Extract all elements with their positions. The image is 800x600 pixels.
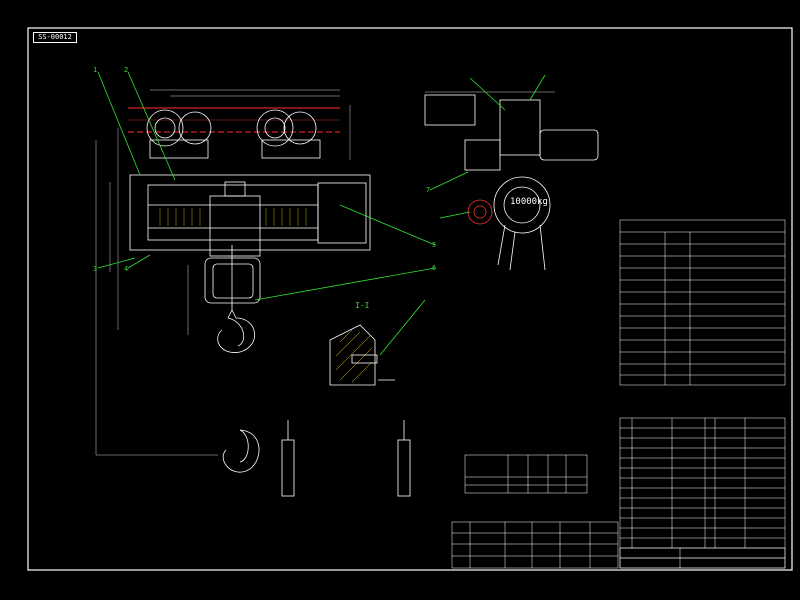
- balloon-5: 5: [432, 241, 437, 249]
- dimension-lines: [95, 105, 351, 456]
- rope-drum-hatch: [159, 208, 307, 226]
- balloon-1: 1: [93, 66, 98, 74]
- leader-lines: [97, 71, 546, 356]
- balloon-2: 2: [124, 66, 129, 74]
- balloon-6: 6: [432, 264, 437, 272]
- trolley-right: [256, 109, 321, 159]
- balloon-3: 3: [93, 265, 98, 273]
- hoist-body: [129, 174, 371, 257]
- section-view: [329, 324, 395, 386]
- rail-beam: [128, 107, 340, 133]
- side-view: [424, 91, 599, 271]
- parts-list: [619, 417, 786, 569]
- trolley-left: [146, 109, 212, 159]
- section-label: I-I: [355, 301, 370, 310]
- hook-block: [204, 245, 261, 353]
- balloon-4: 4: [124, 265, 129, 273]
- load-label: 10000kg: [510, 197, 548, 207]
- parameter-table: [619, 219, 786, 386]
- sheet-tag: SS-00012: [33, 32, 77, 43]
- front-view: [95, 89, 371, 456]
- rail-table: [464, 454, 588, 494]
- model-table: [451, 521, 619, 569]
- balloon-7: 7: [426, 186, 431, 194]
- sheet-border: [27, 27, 793, 571]
- title-block: [619, 547, 786, 569]
- detail-views: [222, 420, 411, 497]
